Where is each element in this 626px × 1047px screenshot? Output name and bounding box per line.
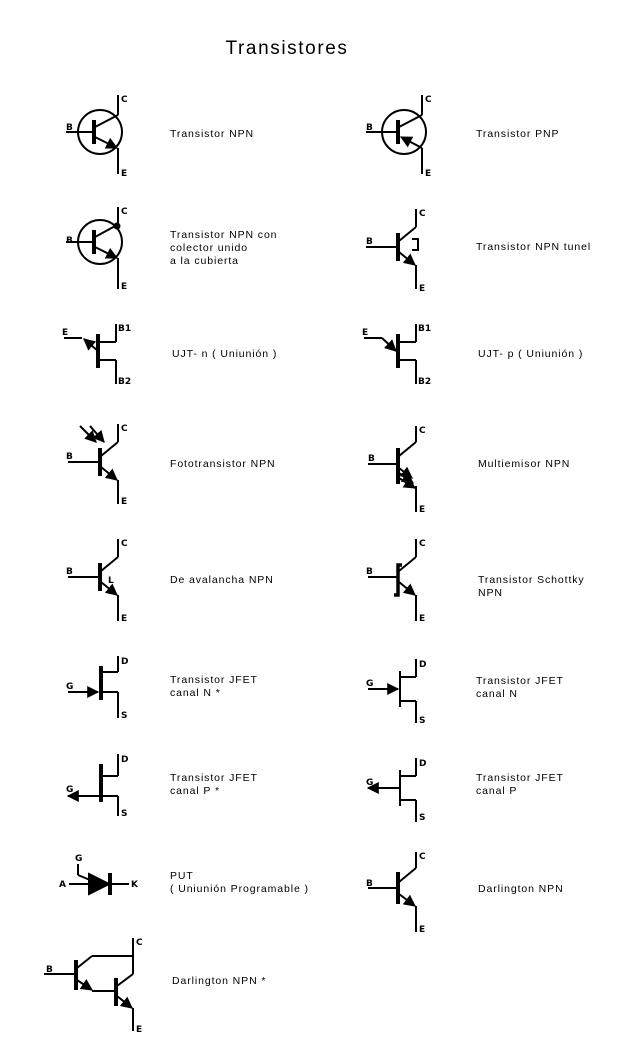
phototransistor-label: Fototransistor NPN <box>170 458 276 470</box>
svg-text:S: S <box>419 813 425 823</box>
npn-case-transistor-symbol: B C E <box>60 205 140 295</box>
pnp-label: Transistor PNP <box>476 128 560 140</box>
svg-text:C: C <box>419 539 426 549</box>
svg-text:B1: B1 <box>418 324 431 334</box>
darlington-star-label: Darlington NPN * <box>172 975 267 987</box>
svg-text:C: C <box>419 209 426 219</box>
phototransistor-symbol: B C E <box>60 420 140 510</box>
svg-text:E: E <box>419 505 425 515</box>
svg-text:A: A <box>59 880 66 890</box>
multiemitter-label: Multiemisor NPN <box>478 458 571 470</box>
npn-tunnel-transistor-symbol: B C E <box>360 205 440 295</box>
jfet-p-label: Transistor JFET canal P <box>476 772 564 797</box>
svg-text:B: B <box>366 879 373 889</box>
svg-text:D: D <box>121 755 128 765</box>
svg-text:E: E <box>121 614 127 624</box>
jfet-n-label: Transistor JFET canal N <box>476 675 564 700</box>
svg-text:B2: B2 <box>418 377 431 387</box>
svg-text:S: S <box>121 711 127 721</box>
svg-text:C: C <box>425 95 432 105</box>
svg-text:C: C <box>121 539 128 549</box>
svg-text:C: C <box>121 424 128 434</box>
svg-text:E: E <box>121 282 127 292</box>
svg-text:B: B <box>46 965 53 975</box>
schottky-label: Transistor Schottky NPN <box>478 574 585 599</box>
ujt-n-label: UJT- n ( Uniunión ) <box>172 348 278 360</box>
ujt-p-label: UJT- p ( Uniunión ) <box>478 348 584 360</box>
pnp-transistor-symbol: B C E <box>360 90 440 180</box>
svg-text:C: C <box>419 426 426 436</box>
jfet-p-symbol: G D S <box>360 752 440 824</box>
page-title: Transistores <box>225 38 349 59</box>
svg-text:S: S <box>121 809 127 819</box>
svg-text:E: E <box>419 925 425 935</box>
jfet-n-symbol: G D S <box>360 655 440 727</box>
svg-text:B: B <box>366 123 373 133</box>
schottky-transistor-symbol: B C E <box>360 535 440 625</box>
svg-text:E: E <box>425 169 431 179</box>
svg-text:K: K <box>131 880 139 890</box>
svg-text:G: G <box>366 679 373 689</box>
jfet-n-star-label: Transistor JFET canal N * <box>170 674 258 699</box>
put-label: PUT ( Uniunión Programable ) <box>170 870 309 895</box>
svg-text:E: E <box>121 497 127 507</box>
svg-text:E: E <box>419 614 425 624</box>
svg-text:B: B <box>66 567 73 577</box>
svg-text:D: D <box>121 657 128 667</box>
darlington-label: Darlington NPN <box>478 883 564 895</box>
svg-text:B: B <box>66 236 73 246</box>
svg-text:G: G <box>66 682 73 692</box>
jfet-p-star-symbol: G D S <box>60 750 140 822</box>
jfet-n-star-symbol: G D S <box>60 652 140 724</box>
put-symbol: G A K <box>55 850 145 900</box>
svg-text:G: G <box>366 778 373 788</box>
svg-text:B2: B2 <box>118 377 131 387</box>
svg-text:D: D <box>419 759 426 769</box>
svg-text:S: S <box>419 716 425 726</box>
svg-text:C: C <box>419 852 426 862</box>
avalanche-transistor-symbol: B C E L <box>60 535 140 625</box>
svg-text:G: G <box>75 854 82 864</box>
svg-text:E: E <box>362 328 368 338</box>
npn-case-label: Transistor NPN con colector unido a la c… <box>170 229 278 267</box>
svg-text:L: L <box>108 576 114 586</box>
svg-text:B: B <box>368 454 375 464</box>
svg-text:B: B <box>366 237 373 247</box>
npn-label: Transistor NPN <box>170 128 254 140</box>
svg-text:E: E <box>62 328 68 338</box>
svg-text:C: C <box>136 938 143 948</box>
svg-text:B: B <box>366 567 373 577</box>
svg-text:B: B <box>66 123 73 133</box>
svg-text:C: C <box>121 207 128 217</box>
svg-text:E: E <box>136 1025 142 1035</box>
svg-text:E: E <box>419 284 425 294</box>
darlington-star-symbol: B C E <box>42 932 162 1037</box>
svg-text:C: C <box>121 95 128 105</box>
avalanche-label: De avalancha NPN <box>170 574 274 586</box>
npn-transistor-symbol: B C E <box>60 90 140 180</box>
multiemitter-symbol: B C E <box>360 420 440 516</box>
svg-text:E: E <box>121 169 127 179</box>
svg-text:G: G <box>66 785 73 795</box>
darlington-symbol: B C E <box>360 848 440 938</box>
svg-text:B1: B1 <box>118 324 131 334</box>
svg-text:B: B <box>66 452 73 462</box>
npn-tunnel-label: Transistor NPN tunel <box>476 241 592 253</box>
svg-text:D: D <box>419 660 426 670</box>
jfet-p-star-label: Transistor JFET canal P * <box>170 772 258 797</box>
